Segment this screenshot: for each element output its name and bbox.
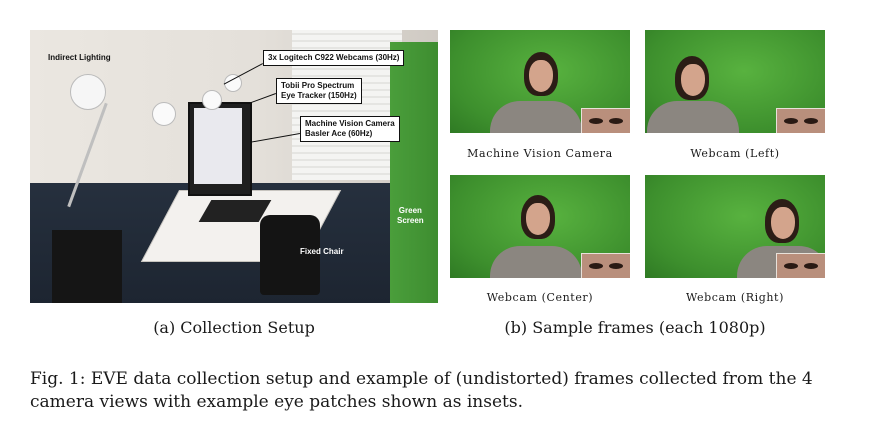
eye-patch-inset [776, 253, 825, 278]
frame-caption-webcam-right: Webcam (Right) [686, 291, 784, 304]
label-indirect-lighting: Indirect Lighting [48, 53, 111, 62]
subcaption-a: (a) Collection Setup [153, 318, 315, 337]
lamp-icon [152, 102, 176, 126]
person-torso [490, 101, 582, 133]
frame-caption-machine-vision-camera: Machine Vision Camera [467, 147, 613, 160]
person-face [771, 207, 795, 239]
collection-setup-photo: Indirect Lighting 3x Logitech C922 Webca… [30, 30, 438, 303]
eye-icon [589, 263, 603, 269]
callout-mv-camera-line1: Machine Vision Camera [305, 119, 395, 128]
frame-webcam-center [450, 175, 630, 278]
frame-webcam-left [645, 30, 825, 133]
figure-caption: Fig. 1: EVE data collection setup and ex… [30, 369, 813, 412]
person-face [681, 64, 705, 96]
fixed-chair [260, 215, 320, 295]
callout-eye-tracker: Tobii Pro Spectrum Eye Tracker (150Hz) [276, 78, 362, 104]
keyboard [198, 200, 272, 222]
label-green-screen-line2: Screen [397, 216, 424, 225]
frame-webcam-right [645, 175, 825, 278]
callout-eye-tracker-line1: Tobii Pro Spectrum [281, 81, 355, 90]
person-face [526, 203, 550, 235]
person-torso [490, 246, 582, 278]
eye-icon [784, 118, 798, 124]
callout-mv-camera-line2: Basler Ace (60Hz) [305, 129, 373, 138]
person-face [529, 60, 553, 92]
eye-patch-inset [776, 108, 825, 133]
subcaption-b: (b) Sample frames (each 1080p) [504, 318, 766, 337]
eye-icon [804, 263, 818, 269]
eye-icon [609, 263, 623, 269]
frame-caption-webcam-left: Webcam (Left) [690, 147, 780, 160]
frame-machine-vision-camera [450, 30, 630, 133]
eye-icon [804, 118, 818, 124]
callout-eye-tracker-line2: Eye Tracker (150Hz) [281, 91, 357, 100]
label-green-screen: Green Screen [397, 206, 424, 226]
monitor-screen [194, 108, 242, 184]
eye-patch-inset [581, 108, 630, 133]
label-fixed-chair: Fixed Chair [300, 247, 344, 256]
eye-icon [784, 263, 798, 269]
green-screen-panel [390, 42, 438, 303]
eye-patch-inset [581, 253, 630, 278]
pc-tower [52, 230, 122, 303]
label-green-screen-line1: Green [398, 206, 422, 215]
frame-caption-webcam-center: Webcam (Center) [486, 291, 594, 304]
callout-webcams-text: 3x Logitech C922 Webcams (30Hz) [268, 53, 400, 62]
callout-machine-vision-camera: Machine Vision Camera Basler Ace (60Hz) [300, 116, 400, 142]
person-torso [647, 101, 739, 133]
callout-webcams: 3x Logitech C922 Webcams (30Hz) [263, 50, 405, 66]
lamp-icon [202, 90, 222, 110]
eye-icon [609, 118, 623, 124]
eye-icon [589, 118, 603, 124]
lamp-icon [70, 74, 106, 110]
